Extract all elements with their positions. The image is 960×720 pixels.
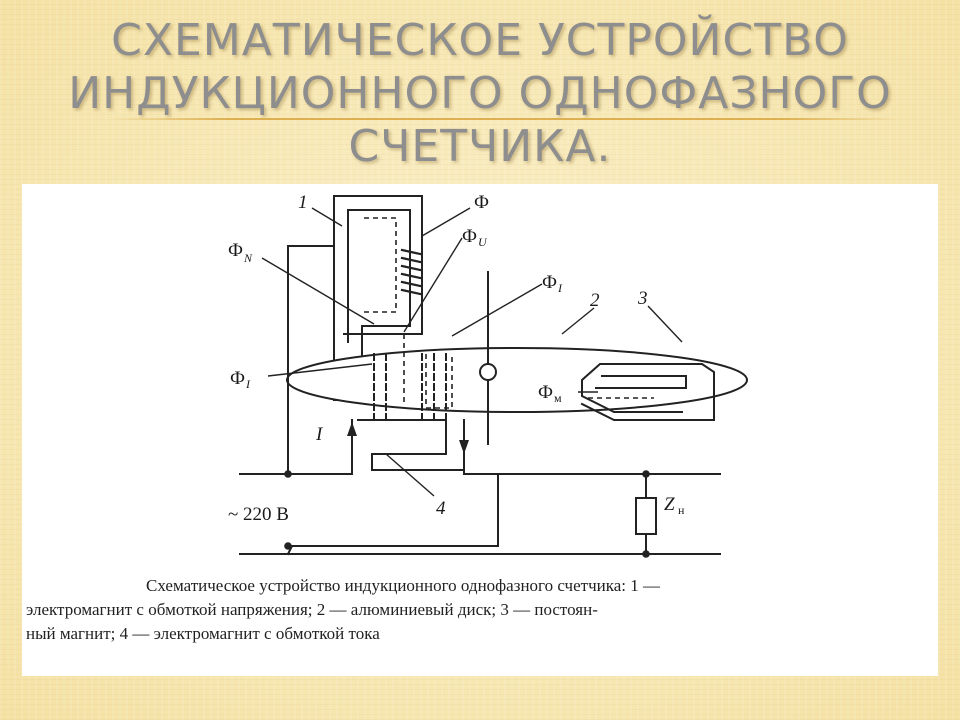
title-line-2: ИНДУКЦИОННОГО ОДНОФАЗНОГО: [68, 68, 892, 119]
label-phi-m-sub: м: [554, 391, 562, 405]
current-arrow-down: [459, 440, 469, 454]
label-phi-i-top-sub: I: [557, 281, 563, 295]
title-line-3: СЧЕТЧИКА.: [348, 121, 612, 172]
caption-line-1: Схематическое устройство индукционного о…: [146, 576, 660, 595]
feed-voltage: [286, 473, 499, 556]
leader-phi-i-top: [451, 283, 543, 337]
label-phi-i-left: Ф: [230, 368, 245, 389]
label-phi-i-left-sub: I: [245, 377, 251, 391]
label-phi-u: Ф: [462, 226, 477, 247]
label-phi-m: Ф: [538, 382, 553, 403]
caption-line-3: ный магнит; 4 — электромагнит с обмоткой…: [26, 624, 380, 643]
current-magnet-windings: [373, 353, 447, 421]
leader-phi-u: [403, 237, 463, 333]
label-load-sub: н: [678, 503, 685, 517]
title-divider: [110, 118, 900, 120]
leader-phi-i-left: [267, 363, 373, 377]
label-phi-n: Ф: [228, 240, 243, 261]
leader-phi: [421, 207, 471, 237]
load-resistor: [635, 497, 657, 535]
label-current: I: [315, 424, 324, 445]
leader-phi-n: [261, 257, 375, 325]
permanent-magnet-inner: [595, 375, 687, 389]
title-line-1: СХЕМАТИЧЕСКОЕ УСТРОЙСТВО: [111, 15, 849, 66]
label-phi-n-sub: N: [243, 251, 253, 265]
label-3: 3: [637, 288, 648, 309]
label-4: 4: [436, 498, 446, 519]
feed-left: [287, 245, 335, 475]
aluminum-disk: [286, 347, 748, 413]
slide-title: СХЕМАТИЧЕСКОЕ УСТРОЙСТВО ИНДУКЦИОННОГО О…: [0, 14, 960, 173]
label-2: 2: [590, 290, 600, 311]
label-phi-u-sub: U: [478, 235, 488, 249]
label-1: 1: [298, 192, 308, 213]
permanent-magnet: [580, 363, 715, 421]
label-load: Z: [664, 494, 675, 515]
leader-2: [561, 307, 595, 335]
spindle-bearing: [479, 363, 497, 381]
current-magnet-core: [357, 419, 463, 471]
leader-3: [647, 305, 683, 343]
diagram-figure: 1 Ф Ф U Ф N Ф I 2 3 Ф I Ф м I 4 ~ 220 В …: [22, 184, 938, 676]
label-voltage: ~ 220 В: [228, 504, 289, 525]
current-arrow-up: [347, 422, 357, 436]
label-phi: Ф: [474, 192, 489, 213]
flux-path-phi: [364, 217, 397, 313]
leader-4: [385, 453, 435, 497]
voltage-coil: [400, 248, 422, 296]
caption-line-2: электромагнит с обмоткой напряжения; 2 —…: [26, 600, 598, 619]
meter-schematic: 1 Ф Ф U Ф N Ф I 2 3 Ф I Ф м I 4 ~ 220 В …: [228, 192, 748, 558]
leader-1: [311, 207, 343, 227]
flux-path-phi-i: [425, 354, 453, 409]
label-phi-i-top: Ф: [542, 272, 557, 293]
